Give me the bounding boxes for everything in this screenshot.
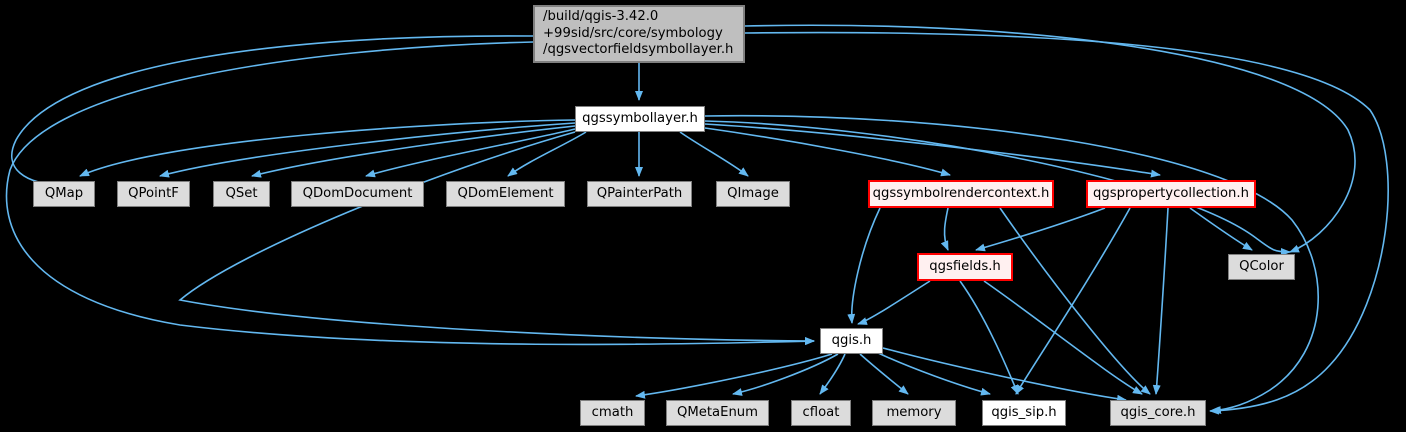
node-qgis[interactable]: qgis.h: [820, 328, 883, 354]
node-qgssymbollayer[interactable]: qgssymbollayer.h: [575, 106, 705, 132]
node-qgspropertycollection[interactable]: qgspropertycollection.h: [1086, 180, 1256, 208]
edge-qgis-to-qgis-core: [882, 347, 1127, 403]
edge-qgspropertycollection-to-qgis-core: [1152, 207, 1169, 395]
edge-qgsfields-to-qgis-core: [983, 280, 1143, 395]
edge-root-to-qgis: [5, 41, 815, 346]
node-qmetaenum[interactable]: QMetaEnum: [666, 400, 769, 426]
edge-root-to-qmap: [11, 35, 534, 189]
node-qpointf[interactable]: QPointF: [117, 181, 190, 207]
edge-qgis-to-cmath: [635, 353, 833, 399]
edge-qgspropertycollection-to-qgis-sip: [1015, 207, 1131, 395]
edge-qgssymbollayer-to-qimage: [679, 131, 749, 177]
node-root-qgsvectorfieldsymbollayer[interactable]: /build/qgis-3.42.0 +99sid/src/core/symbo…: [533, 5, 745, 63]
node-qgis-core[interactable]: qgis_core.h: [1110, 400, 1206, 426]
edge-qgssymbollayer-to-qdomdocument: [365, 128, 576, 178]
edge-qgis-to-memory: [859, 353, 909, 395]
edge-qgsfields-to-qgis-sip: [959, 280, 1019, 395]
node-qimage[interactable]: QImage: [716, 181, 790, 207]
edge-qgis-to-qmetaenum: [732, 353, 839, 396]
edge-qgssymbolrendercontext-to-qgis-core: [999, 207, 1151, 395]
edge-qgssymbollayer-to-qpointf: [159, 122, 576, 178]
node-qgis-sip[interactable]: qgis_sip.h: [982, 400, 1066, 426]
node-qdomelement[interactable]: QDomElement: [446, 181, 565, 207]
edge-qgspropertycollection-to-qcolor: [1189, 207, 1253, 251]
node-memory[interactable]: memory: [872, 400, 956, 426]
edge-qgssymbollayer-to-qgis-core: [704, 114, 1319, 414]
edge-qgssymbollayer-to-qmap: [79, 119, 576, 177]
edge-qgssymbolrendercontext-to-qgsfields: [940, 207, 949, 251]
edge-qgis-to-cfloat: [819, 353, 846, 395]
edge-root-to-qgis-core: [744, 31, 1389, 415]
edge-qgssymbolrendercontext-to-qgis: [847, 207, 881, 324]
edge-root-to-qcolor: [744, 24, 1356, 253]
edge-qgssymbollayer-to-qset: [251, 125, 576, 178]
node-qcolor[interactable]: QColor: [1228, 254, 1295, 280]
edge-qgspropertycollection-to-qgsfields: [975, 207, 1106, 252]
edge-qgssymbollayer-to-qgspropertycollection: [704, 123, 1161, 178]
node-qgsfields[interactable]: qgsfields.h: [917, 253, 1013, 281]
node-qpainterpath[interactable]: QPainterPath: [587, 181, 692, 207]
node-qgssymbolrendercontext[interactable]: qgssymbolrendercontext.h: [868, 180, 1054, 208]
node-cfloat[interactable]: cfloat: [791, 400, 851, 426]
edge-qgssymbollayer-to-qgssymbolrendercontext: [704, 127, 951, 177]
node-qdomdocument[interactable]: QDomDocument: [291, 181, 424, 207]
edge-qgsfields-to-qgis: [857, 280, 931, 325]
node-qset[interactable]: QSet: [213, 181, 270, 207]
edge-qgssymbollayer-to-qgis: [178, 131, 815, 345]
edge-qgssymbollayer-to-qdomelement: [507, 131, 587, 177]
node-qmap[interactable]: QMap: [33, 181, 95, 207]
node-cmath[interactable]: cmath: [580, 400, 645, 426]
edge-qgis-to-qgis-sip: [875, 351, 991, 396]
